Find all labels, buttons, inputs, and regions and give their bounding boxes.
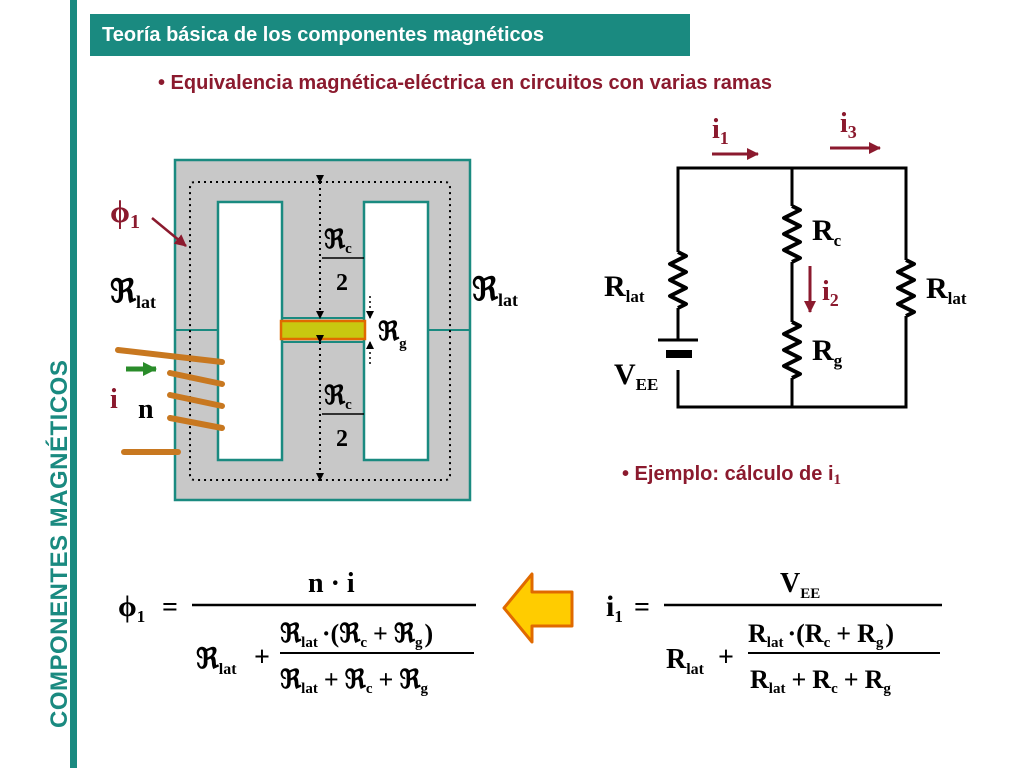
label-i1: i1: [712, 114, 729, 148]
label-rc-bottom: ℜc: [324, 381, 352, 413]
electric-circuit-diagram: i1 i3 i2 Rlat Rlat Rc Rg VEE: [604, 108, 967, 409]
resistor-rlat-left: [668, 250, 688, 310]
i1-equals: =: [634, 592, 650, 623]
formula-phi1: ϕ1 = n · i ℜlat + ℜlat·(ℜc+ℜg) ℜlat+ℜc+ℜ…: [118, 568, 476, 697]
i1-lhs: i1: [606, 590, 623, 626]
phi1-inner-denominator: ℜlat+ℜc+ℜg: [280, 665, 429, 697]
label-phi1: ϕ1: [110, 193, 140, 233]
i1-plus: +: [718, 642, 734, 673]
flux-pointer-arrow: [151, 217, 187, 247]
phi1-plus: +: [254, 642, 270, 673]
phi1-denominator-rlat: ℜlat: [196, 644, 237, 678]
i1-inner-numerator: Rlat·(Rc+Rg): [748, 619, 894, 651]
resistor-rc: [782, 204, 802, 264]
slide-title: Teoría básica de los componentes magnéti…: [90, 14, 690, 56]
label-rlat-circuit-left: Rlat: [604, 270, 645, 306]
left-accent-bar: [70, 0, 77, 768]
magnetic-core-diagram: ℜc 2 ℜc 2 ℜg ℜlat ℜlat ϕ1 i n: [110, 158, 518, 502]
label-two-top: 2: [336, 270, 348, 296]
flux-path-right: [320, 181, 451, 481]
bullet-equivalence: • Equivalencia magnética-eléctrica en ci…: [158, 72, 772, 94]
resistor-rg: [782, 320, 802, 380]
label-rg-circuit: Rg: [812, 334, 843, 370]
label-rc-circuit: Rc: [812, 214, 842, 250]
resistor-rlat-right: [896, 258, 916, 318]
equivalence-arrow: [502, 572, 574, 644]
label-i2: i2: [822, 276, 839, 310]
battery-plate-short: [666, 350, 692, 358]
phi1-numerator: n · i: [308, 568, 355, 599]
label-rc-top: ℜc: [324, 225, 352, 257]
label-turns-n: n: [138, 394, 154, 425]
label-rlat-left: ℜlat: [110, 273, 156, 312]
label-vee: VEE: [614, 358, 658, 394]
i1-denominator-rlat: Rlat: [666, 644, 705, 678]
formula-i1: i1 = VEE Rlat + Rlat·(Rc+Rg) Rlat+Rc+Rg: [606, 568, 942, 697]
phi1-lhs: ϕ1: [118, 590, 145, 626]
label-rlat-circuit-right: Rlat: [926, 272, 967, 308]
bullet-example-text: • Ejemplo: cálculo de i: [622, 463, 834, 485]
phi1-equals: =: [162, 592, 178, 623]
air-gap: [279, 319, 367, 341]
flux-path-left: [189, 181, 320, 481]
phi1-inner-numerator: ℜlat·(ℜc+ℜg): [280, 619, 433, 651]
core-window-left: [216, 200, 284, 462]
label-rg-core: ℜg: [378, 317, 407, 352]
label-rlat-right: ℜlat: [472, 271, 518, 310]
label-two-bottom: 2: [336, 426, 348, 452]
i1-numerator-vee: VEE: [780, 568, 820, 602]
label-current-i: i: [110, 384, 118, 415]
bullet-example: • Ejemplo: cálculo de i1: [622, 463, 841, 489]
bullet-example-sub: 1: [833, 472, 842, 488]
winding-coil: [115, 347, 225, 455]
label-i3: i3: [840, 108, 857, 142]
i1-inner-denominator: Rlat+Rc+Rg: [750, 665, 891, 697]
